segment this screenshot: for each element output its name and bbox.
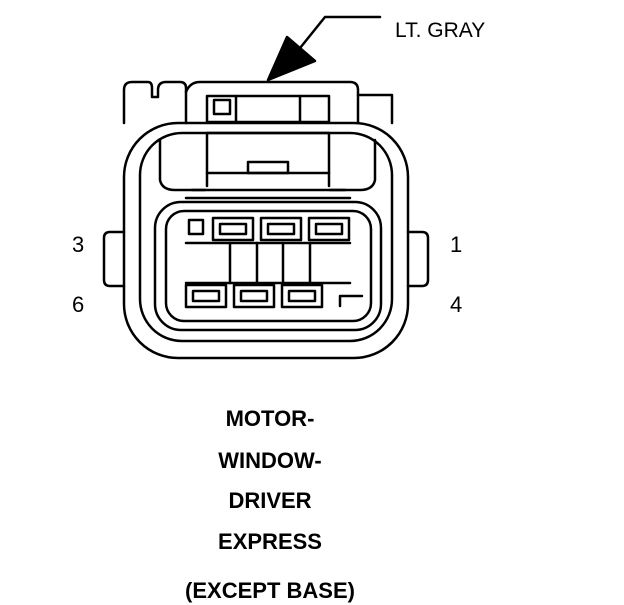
terminal-row-bottom: [184, 283, 324, 309]
color-label: LT. GRAY: [395, 19, 486, 42]
pin-label-3: 3: [72, 232, 85, 257]
title-line-4: EXPRESS: [218, 529, 322, 554]
terminal-row-top: [211, 216, 351, 242]
subtitle: (EXCEPT BASE): [185, 578, 355, 603]
pin-label-6: 6: [72, 292, 85, 317]
connector-housing: [102, 121, 430, 360]
pin-label-4: 4: [450, 292, 463, 317]
title-line-2: WINDOW-: [218, 448, 322, 473]
pin-label-1: 1: [450, 232, 463, 257]
terminal-cavity: [153, 200, 383, 332]
title-line-1: MOTOR-: [225, 406, 315, 431]
callout-leader: [266, 15, 382, 82]
connector-top-latch: [122, 80, 394, 125]
title-line-3: DRIVER: [228, 488, 312, 513]
